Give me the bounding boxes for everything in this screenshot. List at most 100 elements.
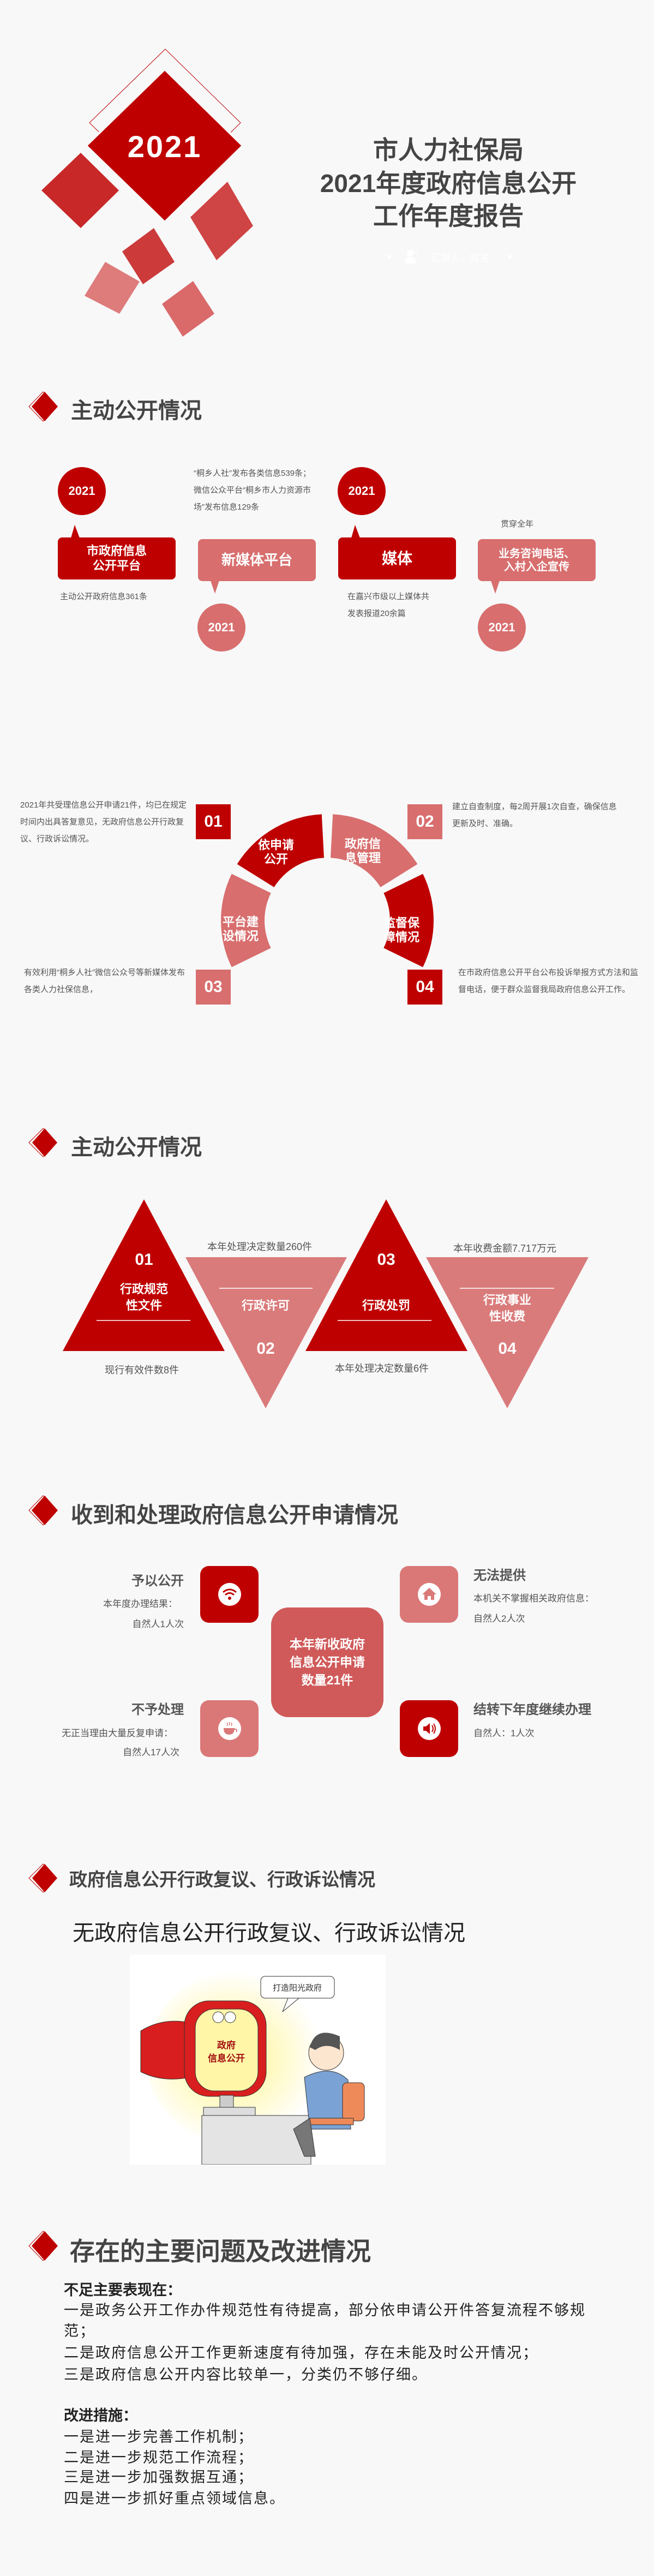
triangle-number: 04: [498, 1340, 517, 1358]
triangle-desc: 现行有效件数8件: [105, 1365, 179, 1376]
box-label: 市政府信息: [86, 544, 147, 558]
section-title: 存在的主要问题及改进情况: [70, 2237, 371, 2266]
item-text: 本机关不掌握相关政府信息：: [473, 1593, 594, 1604]
timeline-box-media: 媒体: [338, 537, 456, 579]
ring-label: 政府信息管理: [341, 837, 385, 865]
box-label: 业务咨询电话、: [499, 547, 575, 560]
triangle-label: 行政规范性文件: [100, 1281, 188, 1314]
section-diamond-icon: [28, 1128, 57, 1157]
card-line: 信息公开申请: [290, 1655, 365, 1669]
cover-diamonds: [41, 49, 253, 337]
item-title: 无法提供: [473, 1568, 526, 1583]
ring-label-line: 障情况: [383, 930, 419, 944]
section-diamond-icon: [28, 1863, 57, 1893]
speaker-icon: [417, 1717, 441, 1740]
triangle-label: 行政事业性收费: [464, 1292, 551, 1325]
problem-item: 二是政府信息公开工作更新速度有待加强，存在未能及时公开情况；: [64, 2345, 538, 2362]
cover-title-line-2: 2021年度政府信息公开: [320, 169, 577, 198]
section-title: 主动公开情况: [71, 1135, 202, 1160]
year-badge: 2021: [58, 467, 106, 515]
item-text: 自然人：1人次: [473, 1728, 535, 1738]
year-badge: 2021: [338, 467, 386, 515]
ring-label-line: 平台建: [222, 915, 259, 929]
card-line: 本年新收政府: [290, 1637, 365, 1651]
ring-number: 04: [407, 970, 442, 1005]
timeline-desc: 贯穿全年: [501, 519, 534, 529]
wifi-icon-box: [200, 1566, 259, 1623]
triangles: [63, 1199, 589, 1408]
label-line: 性收费: [489, 1310, 525, 1323]
ring-desc: 2021年共受理信息公开申请21件，均已在规定时间内出具答复意见，无政府信息公开…: [20, 800, 187, 844]
ring-label-line: 公开: [263, 852, 288, 866]
diamond: [162, 281, 214, 337]
year-badge: 2021: [197, 603, 245, 652]
diamond: [85, 262, 140, 314]
person-icon: [405, 249, 418, 264]
bubble-text: 打造阳光政府: [273, 1983, 322, 1993]
screen-text: 信息公开: [208, 2053, 245, 2064]
triangle-desc: 本年处理决定数量260件: [207, 1241, 313, 1252]
coffee-icon: [218, 1717, 241, 1740]
home-icon-box: [400, 1566, 458, 1623]
timeline-desc: “桐乡人社”发布各类信息539条；微信公众平台“桐乡市人力资源市场”发布信息12…: [194, 469, 311, 512]
triangle-desc: 本年处理决定数量6件: [335, 1363, 429, 1374]
label-line: 行政事业: [483, 1293, 531, 1307]
triangle-number: 03: [377, 1251, 395, 1269]
ring-label: 监督保障情况: [380, 916, 423, 945]
item-text: 自然人2人次: [473, 1613, 525, 1624]
ring-number: 01: [196, 804, 231, 839]
timeline-box-gov-platform: 市政府信息公开平台: [58, 537, 176, 579]
wifi-icon: [218, 1583, 241, 1606]
triangle-down: [426, 1257, 589, 1408]
ring-label-line: 息管理: [344, 851, 381, 865]
section-title: 政府信息公开行政复议、行政诉讼情况: [69, 1869, 375, 1890]
item-text: 自然人17人次: [123, 1747, 179, 1758]
problems-heading: 不足主要表现在：: [64, 2282, 182, 2298]
ring-label-line: 依申请: [257, 838, 294, 852]
timeline-box-consulting: 业务咨询电话、入村入企宣传: [478, 539, 596, 581]
box-label: 入村入企宣传: [504, 560, 569, 573]
timeline-box-new-media: 新媒体平台: [198, 539, 316, 581]
item-text: 无正当理由大量反复申请：: [62, 1728, 173, 1738]
section-title: 主动公开情况: [71, 399, 202, 423]
item-title: 不予处理: [131, 1702, 184, 1717]
cover-title-line-3: 工作年度报告: [373, 202, 524, 230]
main-diamond: [85, 68, 244, 224]
illustration: 政府 信息公开 打造阳光政府: [130, 1955, 386, 2165]
triangle-label: 行政处罚: [362, 1299, 410, 1312]
home-icon: [417, 1583, 441, 1606]
timeline-desc: 发表报道20余篇: [347, 609, 406, 618]
ring-number: 02: [407, 804, 442, 839]
ring-desc: 建立自查制度，每2周开展1次自查，确保信息更新及时、准确。: [452, 802, 617, 828]
ring-label: 平台建设情况: [219, 915, 262, 943]
triangle-desc: 本年收费金额7.717万元: [453, 1243, 557, 1254]
ring-segment: [331, 814, 418, 888]
card-line: 数量21件: [301, 1673, 353, 1687]
diamond: [41, 153, 119, 228]
screen-text: 政府: [217, 2040, 236, 2051]
triangle-down: [185, 1257, 347, 1408]
measure-item: 三是进一步加强数据互通；: [64, 2469, 254, 2486]
dot: [387, 255, 391, 259]
label-line: 行政规范: [119, 1282, 168, 1296]
cartoon-illustration: 政府 信息公开 打造阳光政府: [140, 1971, 365, 2165]
speaker-icon-box: [400, 1700, 458, 1757]
total-requests-card: 本年新收政府信息公开申请数量21件: [271, 1607, 383, 1717]
triangle-number: 01: [135, 1251, 153, 1269]
item-title: 结转下年度继续办理: [473, 1702, 591, 1717]
problem-item: 一是政务公开工作办件规范性有待提高，部分依申请公开件答复流程不够规范；: [64, 2302, 586, 2340]
reporter: 汇报人：姓名: [431, 253, 490, 264]
diamond: [122, 228, 175, 284]
ring-label: 依申请公开: [254, 838, 298, 866]
measures-heading: 改进措施：: [64, 2407, 137, 2424]
diamond: [190, 182, 253, 260]
item-text: 本年度办理结果：: [103, 1599, 177, 1609]
ring-number: 03: [196, 970, 231, 1005]
ring-desc: 在市政府信息公开平台公布投诉举报方式方法和监督电话，便于群众监督我局政府信息公开…: [458, 968, 639, 994]
cover-title-line-1: 市人力社保局: [373, 136, 524, 164]
section-diamond-icon: [28, 1495, 58, 1526]
measure-item: 一是进一步完善工作机制；: [64, 2429, 254, 2446]
timeline-pointers: [71, 525, 500, 594]
ring-label-line: 监督保: [383, 916, 419, 930]
ring-label-line: 设情况: [222, 929, 259, 943]
